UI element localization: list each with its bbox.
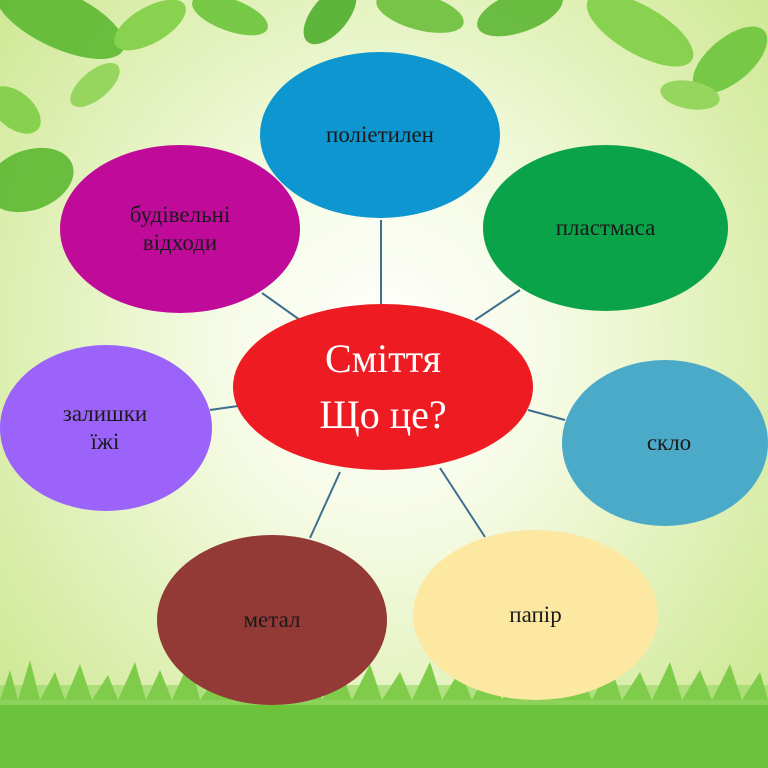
connector-line xyxy=(261,292,301,321)
connector-line xyxy=(439,467,486,538)
connector-line xyxy=(309,471,341,539)
node-metal: метал xyxy=(157,535,387,705)
node-label: поліетилен xyxy=(326,122,434,147)
node-sklo: скло xyxy=(562,360,768,526)
node-label: метал xyxy=(243,607,301,632)
node-papir: папір xyxy=(413,530,658,700)
node-zalyshky: залишки їжі xyxy=(0,345,212,511)
node-label: будівельні відходи xyxy=(129,202,231,255)
node-label: скло xyxy=(646,430,692,455)
center-title: Сміття xyxy=(325,336,441,381)
center-subtitle: Що це? xyxy=(319,392,447,437)
connector-line xyxy=(474,289,521,321)
node-plastmasa: пластмаса xyxy=(483,145,728,311)
leaf-decoration-icon xyxy=(0,0,768,213)
connector-line xyxy=(209,405,239,411)
node-label: папір xyxy=(509,602,562,627)
connector-line xyxy=(527,409,566,421)
node-budivelni: будівельні відходи xyxy=(60,145,300,313)
node-label: пластмаса xyxy=(555,215,656,240)
node-label: залишки їжі xyxy=(62,401,148,454)
node-polietylen: поліетилен xyxy=(260,52,500,218)
center-node: Сміття Що це? xyxy=(233,304,533,470)
